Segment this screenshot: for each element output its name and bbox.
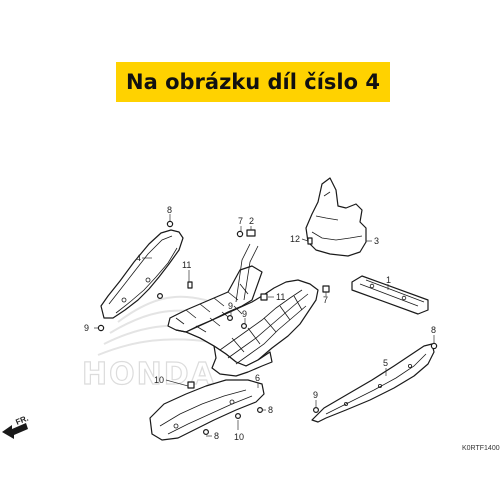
callout-1: 1: [386, 275, 391, 285]
fasteners: [97, 220, 438, 436]
callout-4: 4: [136, 253, 141, 263]
direction-label: FR.: [14, 414, 29, 427]
callout-8: 8: [268, 405, 273, 415]
callout-8: 8: [431, 325, 436, 335]
callout-2: 2: [249, 216, 254, 226]
center-floor-panel: [167, 243, 319, 377]
callout-9: 9: [313, 390, 318, 400]
callout-12: 12: [290, 234, 300, 244]
callout-7: 7: [238, 216, 243, 226]
callout-6: 6: [255, 373, 260, 383]
callout-11: 11: [276, 292, 285, 302]
callout-10: 10: [154, 375, 164, 385]
part-6-under-cover: [149, 379, 265, 441]
callout-8: 8: [214, 431, 219, 441]
banner-text: Na obrázku díl číslo 4: [126, 70, 380, 94]
callout-5: 5: [383, 358, 388, 368]
honda-watermark: HONDA: [82, 357, 216, 392]
callout-11: 11: [182, 260, 191, 270]
diagram-code: K0RTF1400: [462, 445, 500, 452]
callout-9: 9: [228, 301, 233, 311]
callout-7: 7: [323, 295, 328, 305]
leader-lines: [94, 214, 435, 437]
callout-3: 3: [374, 236, 379, 246]
part-5-side-rail: [311, 343, 435, 423]
part-3-front-inner-cover: [305, 177, 367, 257]
part-1-step-bracket: [351, 275, 429, 315]
callout-9: 9: [84, 323, 89, 333]
callout-8: 8: [167, 205, 172, 215]
callout-10: 10: [234, 432, 244, 442]
front-direction-arrow-icon: FR.: [2, 414, 30, 439]
highlight-banner: Na obrázku díl číslo 4: [116, 62, 390, 102]
callout-labels: 8 7 2 12 3 4 11 1 7 9 9 11 8 9 5 10 6 9 …: [84, 205, 436, 442]
callout-9: 9: [242, 309, 247, 319]
part-4-side-panel: [100, 229, 184, 319]
